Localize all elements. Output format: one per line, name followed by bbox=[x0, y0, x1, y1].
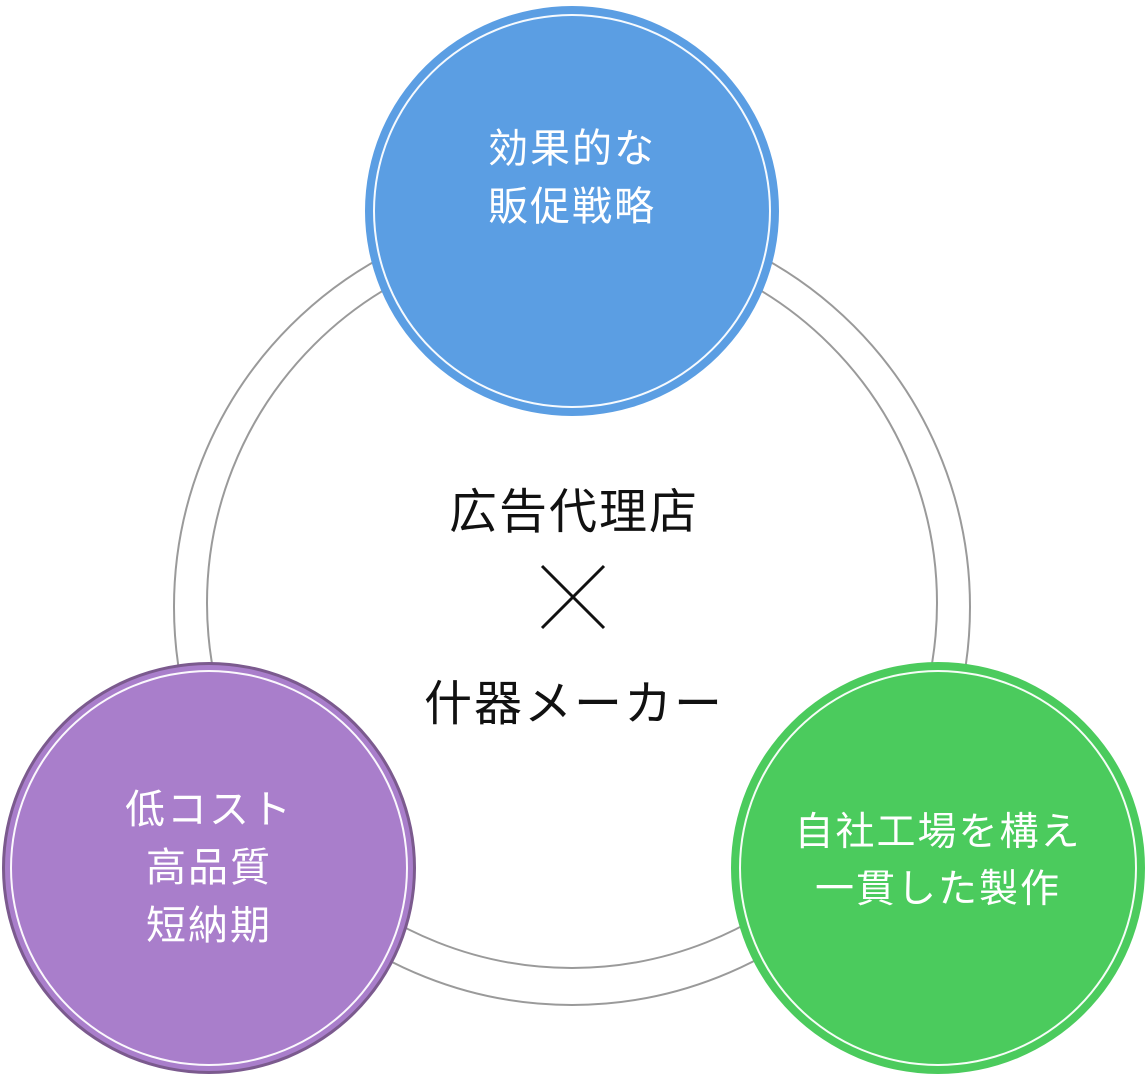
center-title-bottom: 什器メーカー bbox=[423, 676, 724, 732]
node-label: 低コスト 高品質 短納期 bbox=[125, 781, 293, 955]
node-label: 自社工場を構え 一貫した製作 bbox=[794, 805, 1081, 918]
node-inner-ring bbox=[373, 14, 771, 408]
cross-icon bbox=[540, 564, 606, 630]
node-label: 効果的な 販促戦略 bbox=[488, 120, 656, 236]
node-label-line: 一貫した製作 bbox=[814, 867, 1061, 912]
node-inner-ring bbox=[10, 670, 408, 1066]
center-title-top: 広告代理店 bbox=[448, 484, 699, 540]
node-label-line: 高品質 bbox=[146, 845, 272, 891]
node-label-line: 効果的な bbox=[488, 126, 656, 172]
node-inner-ring bbox=[739, 670, 1137, 1066]
node-in-house-production: 自社工場を構え 一貫した製作 bbox=[731, 662, 1145, 1074]
node-label-line: 低コスト bbox=[125, 787, 293, 833]
node-label-line: 販促戦略 bbox=[488, 184, 656, 230]
node-promotion-strategy: 効果的な 販促戦略 bbox=[365, 6, 779, 416]
node-cost-quality-delivery: 低コスト 高品質 短納期 bbox=[2, 662, 416, 1074]
node-label-line: 自社工場を構え bbox=[794, 810, 1082, 856]
node-label-line: 短納期 bbox=[146, 903, 272, 949]
